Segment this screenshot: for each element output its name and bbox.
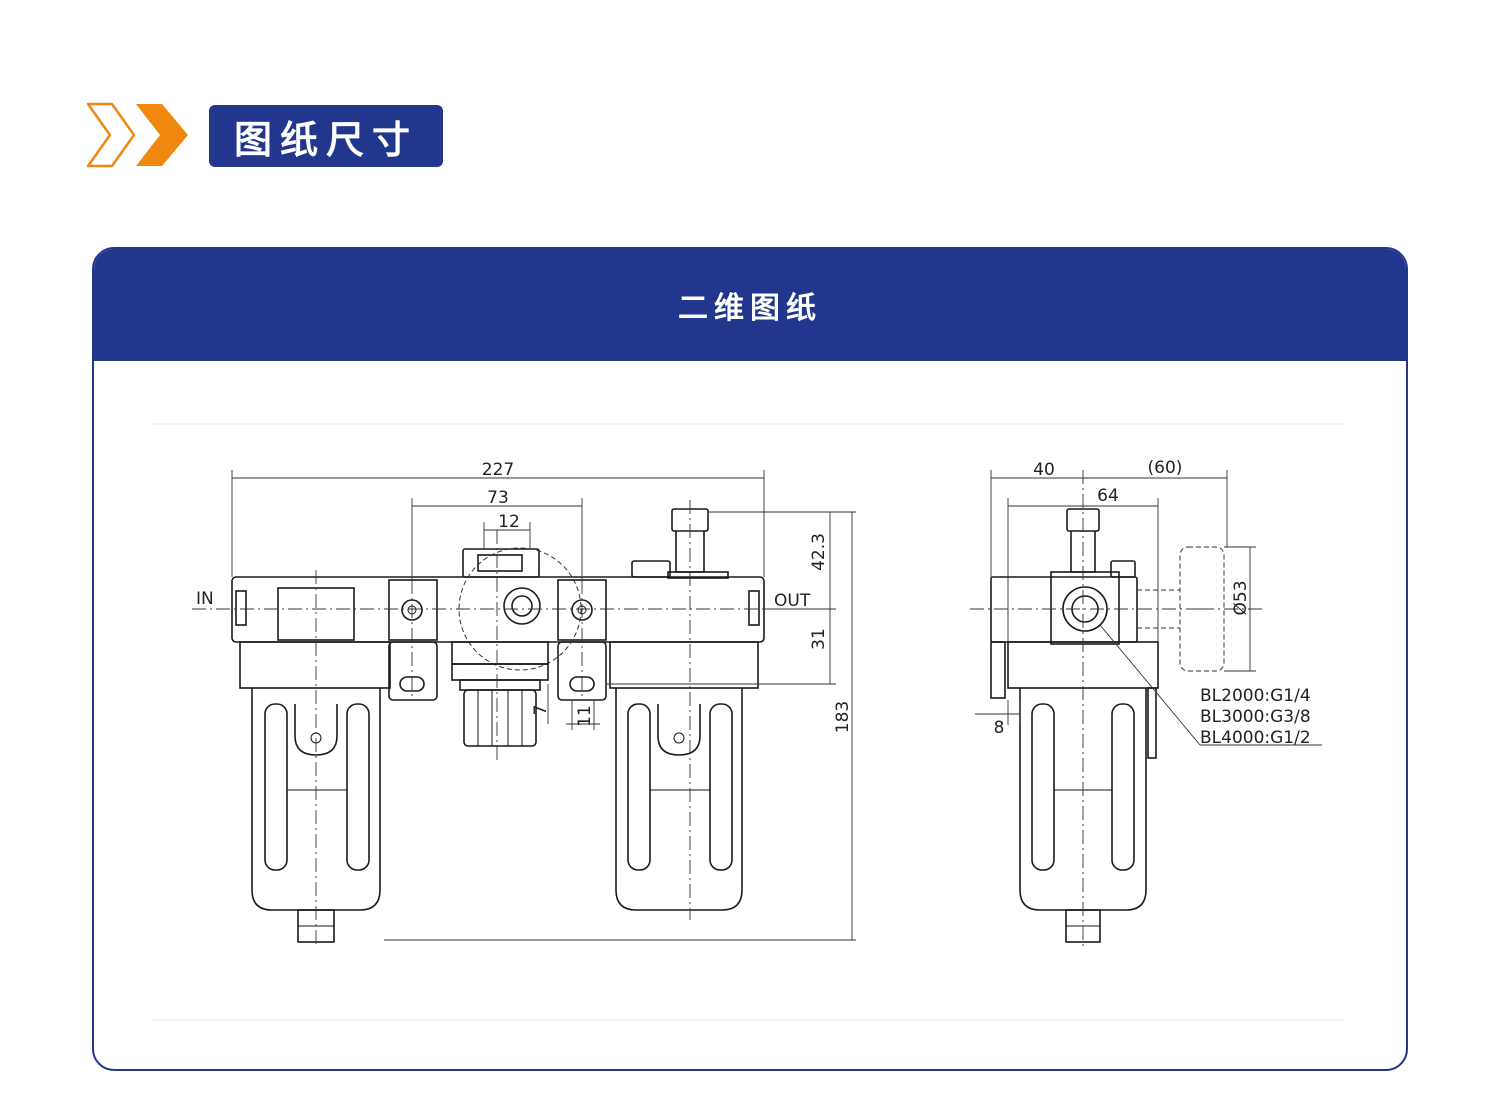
dim-7: 7 bbox=[531, 705, 551, 716]
label-out: OUT bbox=[774, 591, 811, 611]
port-size-bl2000: BL2000:G1/4 bbox=[1200, 686, 1311, 706]
front-view: 227 73 12 42.3 31 183 7 11 IN OUT bbox=[192, 460, 856, 945]
port-size-bl3000: BL3000:G3/8 bbox=[1200, 707, 1311, 727]
dim-diameter-53: Ø53 bbox=[1231, 580, 1251, 615]
dim-12: 12 bbox=[498, 512, 520, 532]
dim-183: 183 bbox=[833, 701, 853, 733]
dim-40: 40 bbox=[1033, 460, 1055, 480]
dim-11: 11 bbox=[575, 705, 595, 727]
dim-73: 73 bbox=[487, 488, 509, 508]
dim-42-3: 42.3 bbox=[809, 533, 829, 571]
port-size-bl4000: BL4000:G1/2 bbox=[1200, 728, 1311, 748]
side-view: 40 (60) 64 Ø53 8 BL2000:G1/4 BL3000:G3/8… bbox=[970, 458, 1322, 948]
dim-31: 31 bbox=[809, 628, 829, 650]
dim-60: (60) bbox=[1148, 458, 1183, 478]
dim-8: 8 bbox=[994, 718, 1005, 738]
card-title: 二维图纸 bbox=[94, 249, 1406, 361]
dim-64: 64 bbox=[1097, 486, 1119, 506]
double-chevron-icon bbox=[86, 102, 188, 168]
drawing-card: 二维图纸 bbox=[92, 247, 1408, 1071]
label-in: IN bbox=[196, 589, 214, 609]
dim-227: 227 bbox=[482, 460, 514, 480]
section-title: 图纸尺寸 bbox=[209, 105, 443, 167]
